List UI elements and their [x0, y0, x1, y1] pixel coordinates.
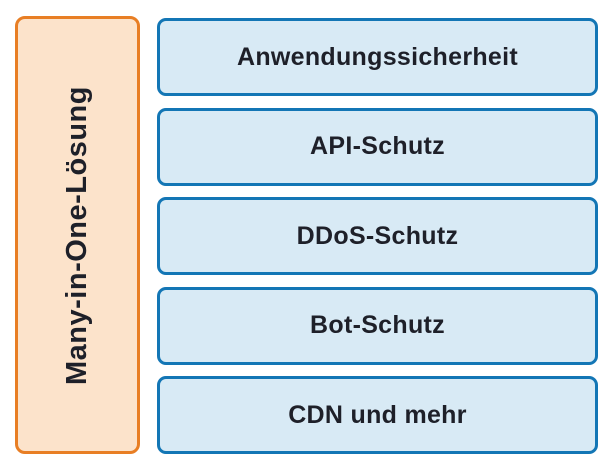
feature-box-label: Anwendungssicherheit: [236, 42, 519, 71]
feature-box-column: Anwendungssicherheit API-Schutz DDoS-Sch…: [157, 18, 598, 454]
feature-box-cdn-und-mehr: CDN und mehr: [157, 376, 598, 454]
feature-box-label: DDoS-Schutz: [296, 221, 459, 250]
feature-box-anwendungssicherheit: Anwendungssicherheit: [157, 18, 598, 96]
many-in-one-label: Many-in-One-Lösung: [61, 85, 93, 385]
feature-box-bot-schutz: Bot-Schutz: [157, 286, 598, 365]
feature-box-api-schutz: API-Schutz: [157, 107, 598, 186]
feature-box-label: API-Schutz: [310, 132, 445, 160]
feature-box-label: CDN und mehr: [288, 400, 467, 429]
feature-box-ddos-schutz: DDoS-Schutz: [157, 197, 598, 275]
feature-box-label: Bot-Schutz: [310, 311, 445, 339]
many-in-one-box: Many-in-One-Lösung: [15, 16, 140, 454]
